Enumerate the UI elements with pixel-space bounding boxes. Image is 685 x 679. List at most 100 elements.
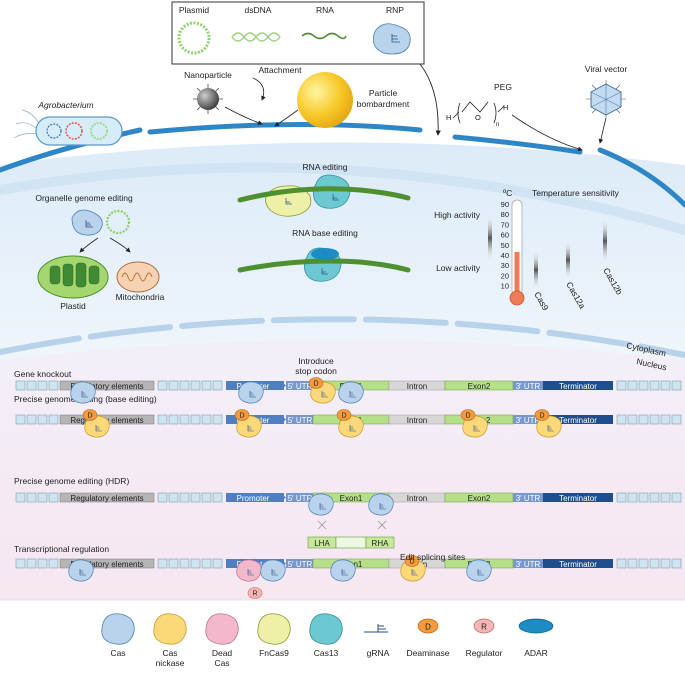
dna-block (638, 414, 649, 425)
dna-block (157, 558, 168, 569)
segment-label-terminator: Terminator (559, 494, 597, 503)
cas-icon (368, 493, 394, 516)
legend-cas-icon (101, 613, 135, 645)
rna-base-editing: RNA base editing (237, 228, 411, 282)
dna-block (157, 414, 168, 425)
dna-block (15, 558, 26, 569)
plasmid-icon (177, 21, 211, 55)
legend-label: gRNA (367, 648, 390, 658)
gene-row-title: Transcriptional regulation (14, 544, 109, 554)
rna-icon (301, 32, 347, 40)
dna-block (660, 414, 671, 425)
segment-label-terminator: Terminator (559, 382, 597, 391)
dna-block (168, 492, 179, 503)
gene-row-title: Precise genome editing (HDR) (14, 476, 129, 486)
deaminase-icon: D (234, 409, 250, 421)
segment-label-utr3: 3′ UTR (516, 560, 541, 569)
introduce-stop-1: Introduce (298, 356, 334, 366)
dna-block (179, 380, 190, 391)
segment-3utr (513, 493, 543, 502)
dna-block (638, 380, 649, 391)
dna-block (212, 414, 223, 425)
introduce-stop-2: stop codon (295, 366, 337, 376)
dna-block (26, 492, 37, 503)
nuclear-envelope (0, 316, 685, 358)
gold-particle-icon (297, 72, 353, 128)
deaminase-letter: D (539, 413, 544, 420)
temp-tick-label: 90 (501, 200, 509, 209)
legend-label: Deaminase (407, 648, 450, 658)
segment-label-promoter: Promoter (237, 494, 270, 503)
dna-block (616, 492, 627, 503)
cargo-label-rnp: RNP (386, 5, 404, 15)
segment-terminator (543, 415, 613, 424)
dna-block (627, 558, 638, 569)
dna-block (627, 414, 638, 425)
thermometer-bulb-icon (509, 290, 525, 306)
rha-label: RHA (372, 539, 390, 548)
legend-label: FnCas9 (259, 648, 289, 658)
dna-block (627, 492, 638, 503)
temp-tick-label: 50 (501, 241, 509, 250)
legend-fncas9-icon (257, 613, 291, 645)
temp-tick-label: 80 (501, 210, 509, 219)
deaminase-letter: D (87, 413, 92, 420)
temp-tick-label: 30 (501, 261, 509, 270)
mitochondria-label: Mitochondria (116, 292, 165, 302)
legend-label: Cas (162, 648, 177, 658)
peg-label: PEG (494, 82, 512, 92)
deaminase-icon: D (534, 409, 550, 421)
dna-block (212, 558, 223, 569)
deaminase-letter: D (465, 413, 470, 420)
cell (0, 142, 685, 600)
segment-label-intron: Intron (407, 416, 427, 425)
segment-regulatory (59, 558, 155, 569)
segment-label-intron: Intron (407, 382, 427, 391)
legend-label: Cas (214, 658, 229, 668)
dna-block (48, 380, 59, 391)
segment-label-terminator: Terminator (559, 416, 597, 425)
deaminase-letter: D (313, 381, 318, 388)
dna-block (660, 558, 671, 569)
segment-label-regulatory: Regulatory elements (70, 494, 143, 503)
mitochondria-icon (116, 261, 160, 293)
dna-block (201, 380, 212, 391)
agrobacterium: Agrobacterium (13, 100, 123, 146)
temp-unit: ºC (503, 188, 512, 198)
segment-5utr (286, 381, 313, 390)
legend-label: nickase (156, 658, 185, 668)
temp-tick-label: 60 (501, 231, 509, 240)
dna-block (638, 492, 649, 503)
deaminase-letter: D (409, 559, 414, 566)
high-activity: High activity (434, 210, 481, 220)
dna-block (671, 492, 682, 503)
legend-label: Cas13 (314, 648, 339, 658)
segment-label-utr5: 5′ UTR (288, 416, 313, 425)
dna-block (48, 492, 59, 503)
legend-icon-letter: D (425, 623, 431, 632)
segment-5utr (286, 559, 313, 568)
segment-terminator (543, 381, 613, 390)
dna-block (201, 492, 212, 503)
peg-n: n (496, 122, 499, 128)
dna-block (48, 414, 59, 425)
dna-block (671, 558, 682, 569)
segment-label-exon2: Exon2 (468, 494, 491, 503)
segment-label-utr3: 3′ UTR (516, 382, 541, 391)
dna-block (638, 558, 649, 569)
peg: PEG H O n H (446, 82, 512, 128)
legend-dead-cas-icon (205, 613, 239, 645)
legend-label: Regulator (466, 648, 503, 658)
promoter-arrow-icon (280, 493, 286, 502)
nanoparticle-icon (197, 88, 219, 110)
low-activity: Low activity (436, 263, 481, 273)
dna-block (201, 414, 212, 425)
promoter-arrow-icon (280, 415, 286, 424)
dna-block (212, 492, 223, 503)
legend-adar-icon (518, 618, 554, 634)
deaminase-letter: D (341, 413, 346, 420)
cas-icon (330, 559, 356, 582)
dead-cas-icon (236, 559, 262, 582)
